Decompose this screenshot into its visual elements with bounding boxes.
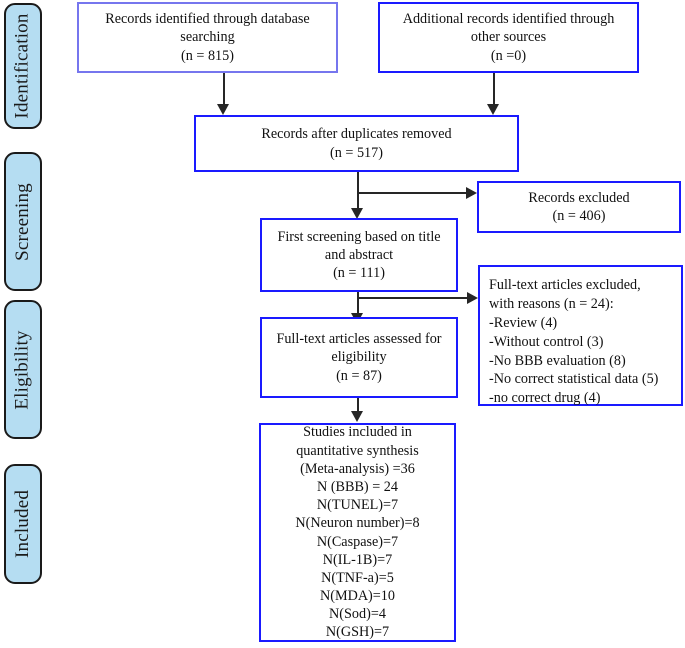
connector-additional-to-duplicates bbox=[493, 73, 495, 106]
box-fulltext-assessed-text: Full-text articles assessed for eligibil… bbox=[276, 331, 442, 384]
stage-label-eligibility: Eligibility bbox=[12, 329, 34, 410]
stage-pill-identification: Identification bbox=[4, 3, 42, 129]
arrowhead-duplicates-to-excluded bbox=[466, 187, 477, 199]
connector-screening-to-fulltext-excluded bbox=[357, 297, 470, 299]
arrowhead-identified-to-duplicates bbox=[217, 104, 229, 115]
box-records-identified-text: Records identified through database sear… bbox=[105, 11, 310, 64]
arrowhead-screening-to-fulltext-excluded bbox=[467, 292, 478, 304]
stage-pill-included: Included bbox=[4, 464, 42, 584]
connector-duplicates-to-excluded bbox=[357, 192, 469, 194]
box-records-excluded: Records excluded (n = 406) bbox=[477, 181, 681, 233]
box-additional-records: Additional records identified through ot… bbox=[378, 2, 639, 73]
box-after-duplicates: Records after duplicates removed (n = 51… bbox=[194, 115, 519, 172]
box-additional-records-text: Additional records identified through ot… bbox=[402, 11, 615, 64]
box-first-screening: First screening based on title and abstr… bbox=[260, 218, 458, 292]
stage-pill-eligibility: Eligibility bbox=[4, 300, 42, 439]
box-records-excluded-text: Records excluded (n = 406) bbox=[528, 189, 630, 224]
arrowhead-duplicates-to-screening bbox=[351, 208, 363, 219]
box-fulltext-assessed: Full-text articles assessed for eligibil… bbox=[260, 317, 458, 398]
box-studies-included-text: Studies included in quantitative synthes… bbox=[295, 424, 420, 641]
stage-label-identification: Identification bbox=[12, 13, 33, 119]
connector-duplicates-to-screening bbox=[357, 172, 359, 211]
connector-screening-to-fulltext bbox=[357, 292, 359, 320]
stage-label-screening: Screening bbox=[12, 182, 33, 261]
stage-label-included: Included bbox=[12, 489, 34, 559]
arrowhead-additional-to-duplicates bbox=[487, 104, 499, 115]
box-fulltext-excluded: Full-text articles excluded, with reason… bbox=[478, 265, 683, 406]
box-records-identified: Records identified through database sear… bbox=[77, 2, 338, 73]
box-first-screening-text: First screening based on title and abstr… bbox=[277, 228, 441, 282]
box-studies-included: Studies included in quantitative synthes… bbox=[259, 423, 456, 642]
connector-identified-to-duplicates bbox=[223, 73, 225, 106]
connector-fulltext-to-included bbox=[357, 398, 359, 416]
stage-pill-screening: Screening bbox=[4, 152, 42, 291]
box-after-duplicates-text: Records after duplicates removed (n = 51… bbox=[261, 126, 452, 161]
arrowhead-fulltext-to-included bbox=[351, 411, 363, 422]
box-fulltext-excluded-text: Full-text articles excluded, with reason… bbox=[489, 277, 659, 407]
